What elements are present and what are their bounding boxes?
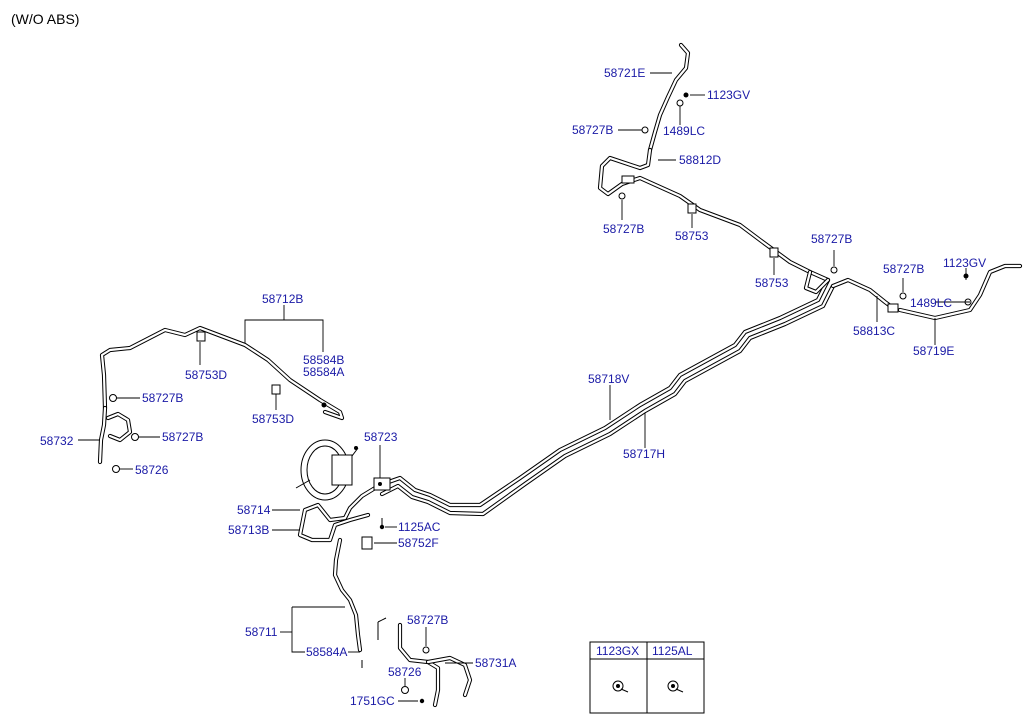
clip-58753D-a [196, 331, 206, 342]
bolt-1123GX-icon [612, 680, 629, 693]
line-core [598, 148, 830, 282]
label-58752F: 58752F [398, 536, 439, 550]
label-58727B-c: 58727B [811, 232, 852, 246]
components [109, 92, 972, 704]
bracket-tick [377, 617, 387, 623]
label-58813C: 58813C [853, 324, 895, 338]
brake-line-58711 [332, 537, 363, 653]
label-58812D: 58812D [679, 153, 721, 167]
label-58719E: 58719E [913, 344, 954, 358]
bolt-1123GV-top [683, 92, 689, 98]
clip-58726-left [112, 465, 120, 473]
label-58721E: 58721E [604, 66, 645, 80]
clip-58726-bottom [401, 686, 409, 694]
clip-58753D-b [271, 384, 281, 395]
line-core [380, 284, 835, 516]
label-58717H: 58717H [623, 447, 665, 461]
fitting-58584A [321, 402, 327, 408]
label-58753D-a: 58753D [185, 368, 227, 382]
label-58731A: 58731A [475, 656, 516, 670]
label-58727B-f: 58727B [162, 430, 203, 444]
proportioning-valve-58723 [373, 477, 391, 491]
variant-header: (W/O ABS) [11, 11, 79, 27]
clip-58727B-bottom [422, 646, 430, 654]
hose-core [106, 412, 132, 442]
label-1123GV-right: 1123GV [943, 256, 986, 270]
bolt-1751GC [419, 698, 425, 704]
label-58727B-e: 58727B [142, 391, 183, 405]
label-58753-a: 58753 [675, 229, 709, 243]
clip-58752F [361, 536, 373, 550]
label-58727B-g: 58727B [407, 613, 448, 627]
label-58727B-d: 58727B [883, 262, 924, 276]
label-58714: 58714 [237, 503, 271, 517]
line-core [298, 483, 382, 542]
label-58753-b: 58753 [755, 276, 789, 290]
fastener-table: 1123GX 1125AL [589, 641, 705, 714]
brake-line-58718V [377, 277, 831, 508]
label-58727B-b: 58727B [603, 222, 644, 236]
clip-1489LC-top [676, 99, 684, 107]
clip-58727B-d [899, 292, 907, 300]
label-58718V: 58718V [588, 372, 629, 386]
line-core [378, 278, 830, 507]
table-header-1123GX: 1123GX [596, 644, 639, 658]
label-58584A: 58584A [303, 365, 344, 379]
clip-58753-b [769, 247, 779, 258]
part-labels: 58721E 1123GV 58727B 1489LC 58812D 58727… [40, 66, 986, 708]
line-core [100, 326, 344, 420]
brake-hose-58813C [830, 277, 896, 311]
label-58726-b: 58726 [388, 665, 422, 679]
label-58723: 58723 [364, 430, 398, 444]
label-1489LC-top: 1489LC [663, 124, 705, 138]
brake-booster [295, 439, 359, 501]
bolt-1125AL-icon [667, 680, 684, 693]
line-core [333, 538, 362, 652]
clip-58727B-a [641, 126, 649, 134]
clip-58727B-left-b [131, 433, 139, 441]
label-58732: 58732 [40, 434, 74, 448]
label-58727B-a: 58727B [572, 123, 613, 137]
line-core [804, 270, 830, 294]
brake-line-58717H [379, 283, 836, 517]
label-58584A-b: 58584A [306, 645, 347, 659]
hose-core [648, 43, 690, 152]
label-58711: 58711 [245, 625, 278, 639]
label-58726-a: 58726 [135, 463, 169, 477]
label-58712B: 58712B [262, 292, 303, 306]
label-1751GC: 1751GC [350, 694, 395, 708]
label-1125AC: 1125AC [398, 520, 441, 534]
clip-58727B-left-a [109, 394, 117, 402]
brake-pipes [97, 42, 1023, 708]
leader-lines [78, 72, 970, 702]
bolt-1125AC [379, 518, 385, 530]
label-1489LC-right: 1489LC [910, 296, 952, 310]
clip-58753-a [687, 203, 697, 214]
label-58584B: 58584B [303, 353, 344, 367]
label-58753D-b: 58753D [252, 412, 294, 426]
hose-core [98, 406, 107, 464]
label-1123GV-top: 1123GV [707, 88, 750, 102]
clip-58727B-c [830, 266, 838, 274]
clip-58727B-b [618, 192, 626, 200]
label-58713B: 58713B [228, 523, 269, 537]
hose-core [426, 656, 472, 697]
fitting-58812D [621, 175, 635, 184]
table-header-1125AL: 1125AL [652, 644, 693, 658]
fitting-58813C [887, 303, 899, 313]
